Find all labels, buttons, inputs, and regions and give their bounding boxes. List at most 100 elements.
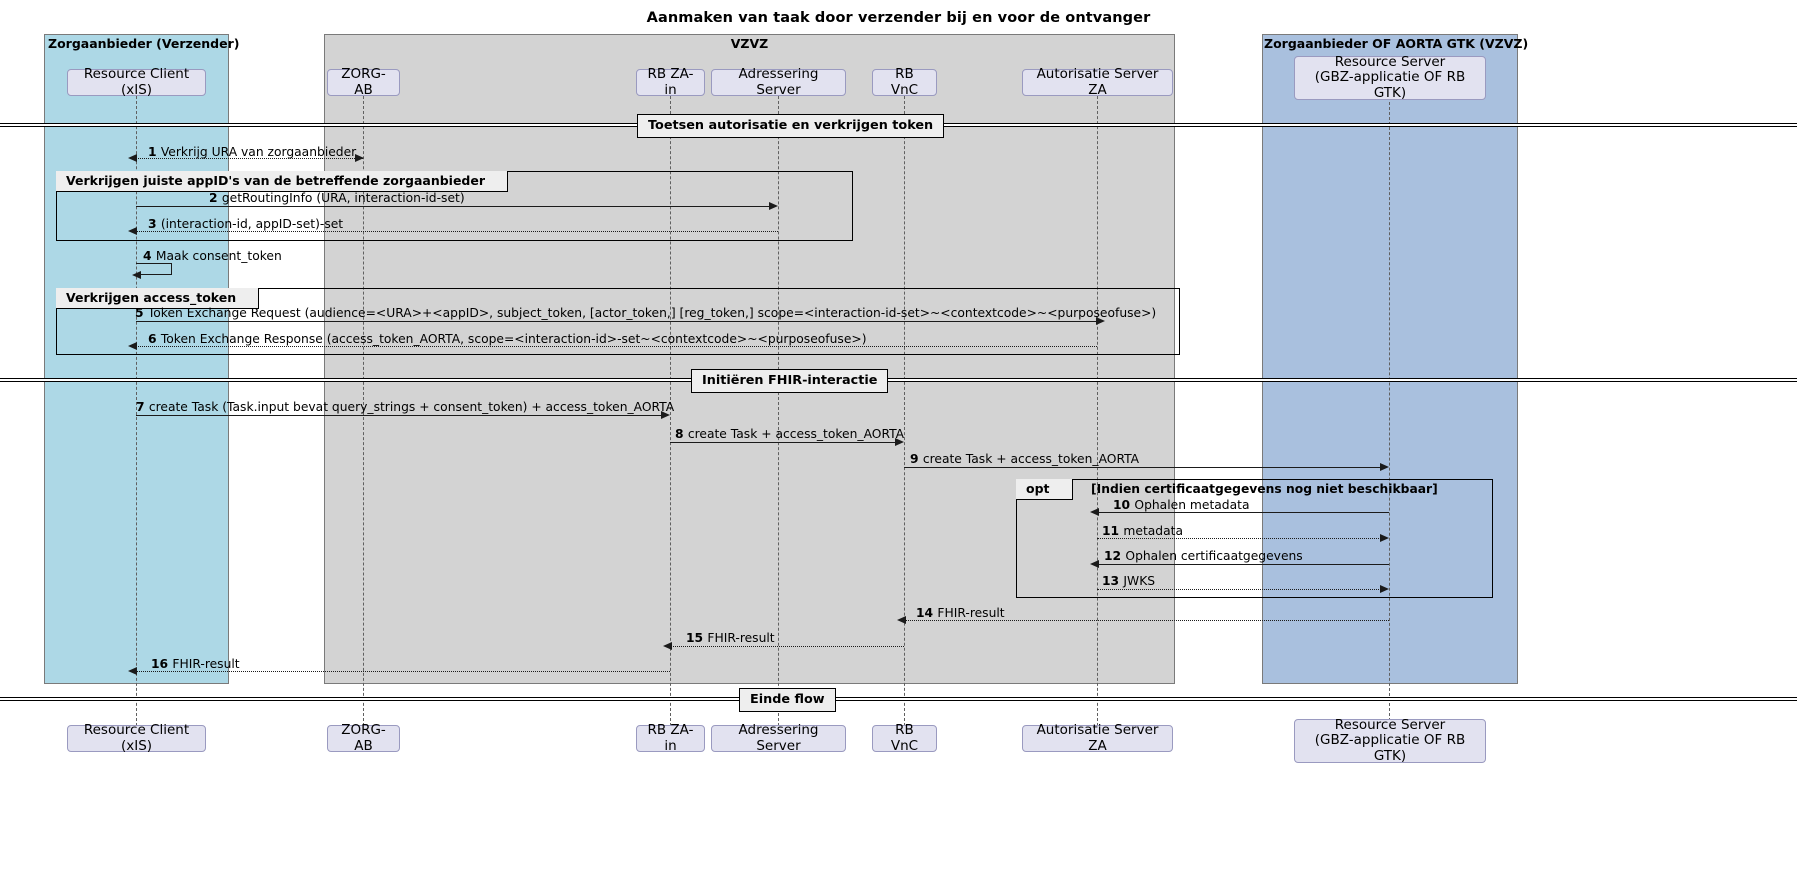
message-text-6: Token Exchange Response (access_token_AO… (160, 332, 867, 346)
lifeline-rbvnc (904, 96, 905, 726)
message-line-9 (904, 467, 1381, 468)
message-number-16: 16 (151, 657, 173, 671)
message-label-14: 14 FHIR-result (916, 606, 1005, 620)
message-arrow-15 (663, 642, 672, 650)
message-line-12 (1097, 564, 1389, 565)
message-text-7: create Task (Task.input bevat query_stri… (148, 400, 675, 414)
message-line-6 (136, 346, 1097, 347)
message-arrow-4 (132, 271, 141, 279)
message-arrow-11 (1380, 534, 1389, 542)
message-selfloop-4 (136, 263, 172, 275)
message-arrow-6 (128, 342, 137, 350)
participant-resource-client-bottom[interactable]: Resource Client (xIS) (67, 722, 206, 753)
frame-tab-verkrijgen-access-token: Verkrijgen access_token (56, 288, 260, 309)
participant-adressering-server-bottom[interactable]: Adressering Server (711, 722, 846, 753)
message-arrow-14 (897, 616, 906, 624)
message-number-4: 4 (143, 249, 156, 263)
group-title-ontvanger: Zorgaanbieder OF AORTA GTK (VZVZ) (1264, 36, 1529, 51)
message-arrow-13 (1380, 585, 1389, 593)
lifeline-autza (1097, 96, 1098, 726)
message-label-5: 5 Token Exchange Request (audience=<URA>… (135, 306, 1156, 320)
message-line-8 (670, 442, 896, 443)
message-number-7: 7 (136, 400, 149, 414)
message-label-10: 10 Ophalen metadata (1113, 498, 1250, 512)
message-label-4: 4 Maak consent_token (143, 249, 282, 263)
message-arrow-1-left (128, 154, 137, 162)
divider-label-einde: Einde flow (739, 688, 836, 712)
message-number-8: 8 (675, 427, 688, 441)
lifeline-rbzain (670, 96, 671, 726)
message-text-5: Token Exchange Request (audience=<URA>+<… (147, 306, 1157, 320)
message-label-3: 3 (interaction-id, appID-set)-set (148, 217, 343, 231)
message-text-16: FHIR-result (172, 657, 240, 671)
message-label-6: 6 Token Exchange Response (access_token_… (148, 332, 867, 346)
participant-autorisatie-server-za-bottom[interactable]: Autorisatie Server ZA (1022, 722, 1173, 753)
participant-rb-vnc-bottom[interactable]: RB VnC (872, 722, 937, 753)
divider-rule-2 (0, 378, 1797, 382)
message-line-2 (136, 206, 770, 207)
divider-label-initieren: Initiëren FHIR-interactie (691, 369, 889, 393)
message-number-5: 5 (135, 306, 148, 320)
group-box-vzvz (324, 34, 1175, 684)
message-number-14: 14 (916, 606, 938, 620)
message-text-12: Ophalen certificaatgegevens (1125, 549, 1303, 563)
message-text-11: metadata (1123, 524, 1184, 538)
group-title-verzender: Zorgaanbieder (Verzender) (48, 36, 240, 51)
frame-condition-opt: [Indien certificaatgegevens nog niet bes… (1091, 482, 1438, 496)
participant-adressering-server[interactable]: Adressering Server (711, 66, 846, 97)
message-text-14: FHIR-result (937, 606, 1005, 620)
participant-resource-server[interactable]: Resource Server (GBZ-applicatie OF RB GT… (1294, 54, 1486, 101)
lifeline-rc (136, 96, 137, 726)
message-label-7: 7 create Task (Task.input bevat query_st… (136, 400, 674, 414)
participant-rb-za-in-bottom[interactable]: RB ZA-in (636, 722, 705, 753)
message-label-11: 11 metadata (1102, 524, 1183, 538)
message-number-11: 11 (1102, 524, 1124, 538)
message-line-16 (136, 671, 670, 672)
participant-resource-server-bottom[interactable]: Resource Server (GBZ-applicatie OF RB GT… (1294, 717, 1486, 764)
message-label-9: 9 create Task + access_token_AORTA (910, 452, 1139, 466)
message-label-12: 12 Ophalen certificaatgegevens (1104, 549, 1303, 563)
message-arrow-10 (1090, 508, 1099, 516)
message-text-15: FHIR-result (707, 631, 775, 645)
message-arrow-16 (128, 667, 137, 675)
message-text-1: Verkrijg URA van zorgaanbieder (160, 145, 357, 159)
frame-verkrijgen-access-token (56, 288, 1180, 355)
message-label-13: 13 JWKS (1102, 574, 1155, 588)
message-text-3: (interaction-id, appID-set)-set (160, 217, 344, 231)
message-label-15: 15 FHIR-result (686, 631, 775, 645)
message-text-10: Ophalen metadata (1134, 498, 1250, 512)
message-arrow-3 (128, 227, 137, 235)
message-arrow-7 (661, 411, 670, 419)
group-box-ontvanger (1262, 34, 1518, 684)
lifeline-adres (778, 96, 779, 726)
participant-resource-client[interactable]: Resource Client (xIS) (67, 66, 206, 97)
page-title: Aanmaken van taak door verzender bij en … (646, 10, 1151, 26)
message-arrow-1-right (355, 154, 364, 162)
message-line-15 (670, 646, 904, 647)
message-text-13: JWKS (1123, 574, 1156, 588)
participant-zorg-ab-bottom[interactable]: ZORG-AB (327, 722, 400, 753)
message-label-8: 8 create Task + access_token_AORTA (675, 427, 904, 441)
message-text-9: create Task + access_token_AORTA (922, 452, 1140, 466)
divider-label-toetsen: Toetsen autorisatie en verkrijgen token (637, 114, 945, 138)
message-number-3: 3 (148, 217, 161, 231)
message-arrow-8 (895, 438, 904, 446)
message-label-16: 16 FHIR-result (151, 657, 240, 671)
divider-rule-3 (0, 697, 1797, 701)
message-line-11 (1097, 538, 1381, 539)
message-arrow-5 (1096, 317, 1105, 325)
message-line-5 (136, 321, 1097, 322)
message-line-1 (136, 158, 363, 159)
message-text-2: getRoutingInfo (URA, interaction-id-set) (221, 191, 465, 205)
message-number-15: 15 (686, 631, 708, 645)
message-number-1: 1 (148, 145, 161, 159)
participant-zorg-ab[interactable]: ZORG-AB (327, 66, 400, 97)
participant-autorisatie-server-za[interactable]: Autorisatie Server ZA (1022, 66, 1173, 97)
participant-rb-za-in[interactable]: RB ZA-in (636, 66, 705, 97)
message-arrow-9 (1380, 463, 1389, 471)
message-line-10 (1097, 512, 1389, 513)
participant-rb-vnc[interactable]: RB VnC (872, 66, 937, 97)
message-line-3 (136, 231, 778, 232)
message-line-13 (1097, 589, 1381, 590)
message-arrow-12 (1090, 560, 1099, 568)
